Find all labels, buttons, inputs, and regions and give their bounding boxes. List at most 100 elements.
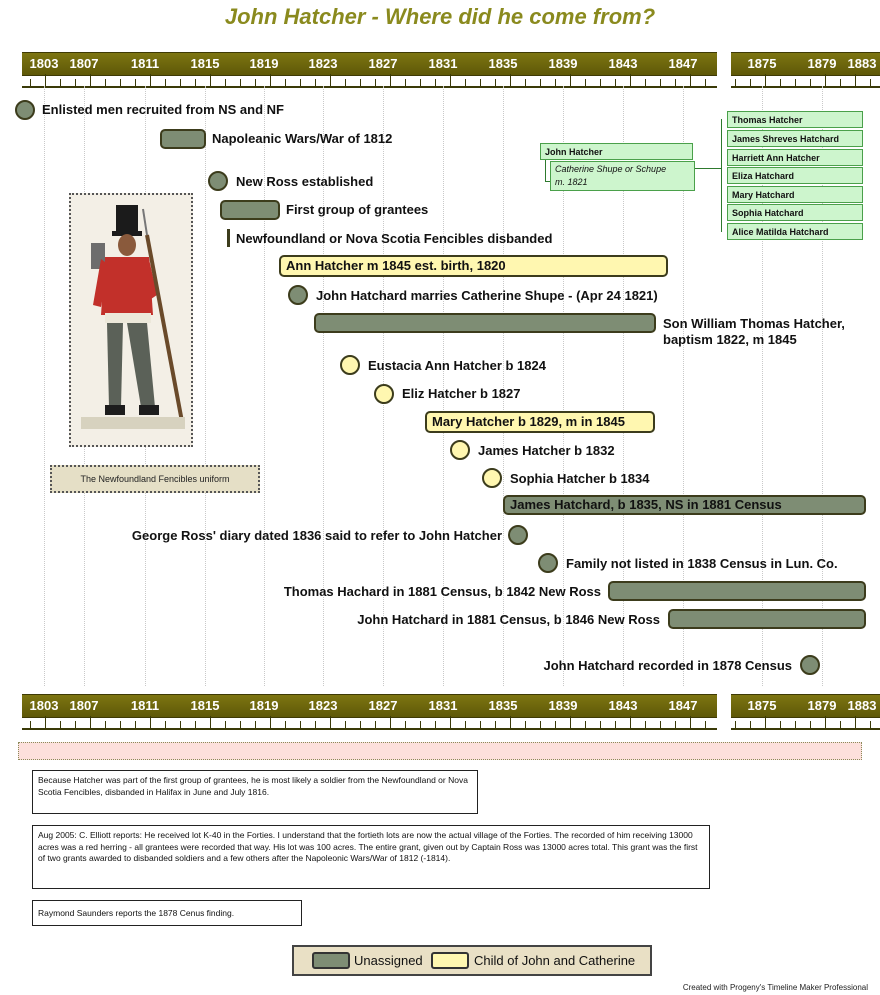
- axis-ticks: [22, 74, 880, 88]
- child-box: Alice Matilda Hatchard: [727, 223, 863, 240]
- legend-label-child: Child of John and Catherine: [474, 953, 636, 968]
- axis-tick: [870, 721, 871, 728]
- axis-tick: [705, 721, 706, 728]
- event-label: Napoleanic Wars/War of 1812: [212, 131, 393, 146]
- axis-tick: [360, 79, 361, 86]
- axis-year-label: 1807: [69, 56, 99, 71]
- event-bar: Ann Hatcher m 1845 est. birth, 1820: [279, 255, 668, 277]
- axis-tick: [30, 721, 31, 728]
- note-box: Aug 2005: C. Elliott reports: He receive…: [32, 825, 710, 889]
- axis-tick: [300, 79, 301, 86]
- event-label: First group of grantees: [286, 202, 429, 217]
- axis-tick: [60, 79, 61, 86]
- axis-tick: [240, 721, 241, 728]
- axis-tick: [75, 721, 76, 728]
- event-label: Son William Thomas Hatcher, baptism 1822…: [663, 316, 873, 348]
- axis-tick: [450, 716, 451, 728]
- gridline: [822, 86, 823, 686]
- axis-tick: [270, 74, 271, 86]
- axis-year-label: 1843: [608, 698, 638, 713]
- event-marker: [374, 384, 394, 404]
- mother-name: Catherine Shupe or Schupe: [555, 164, 667, 174]
- axis-tick: [165, 79, 166, 86]
- axis-tick: [75, 79, 76, 86]
- legend-swatch-child: [431, 952, 469, 969]
- axis-year-label: 1847: [668, 56, 698, 71]
- axis-tick: [165, 721, 166, 728]
- axis-year-label: 1839: [548, 698, 578, 713]
- marriage-year: m. 1821: [555, 177, 588, 187]
- axis-year-label: 1847: [668, 698, 698, 713]
- axis-tick: [690, 74, 691, 86]
- axis-tick: [300, 721, 301, 728]
- axis-year-label: 1807: [69, 698, 99, 713]
- axis-tick: [435, 79, 436, 86]
- axis-tick: [600, 721, 601, 728]
- axis-tick: [570, 716, 571, 728]
- axis-tick: [45, 74, 46, 86]
- axis-tick: [855, 716, 856, 728]
- event-marker: [482, 468, 502, 488]
- axis-tick: [840, 721, 841, 728]
- axis-year-label: 1879: [807, 698, 837, 713]
- axis-tick: [120, 721, 121, 728]
- axis-tick: [180, 721, 181, 728]
- axis-tick: [585, 79, 586, 86]
- axis-tick: [420, 721, 421, 728]
- axis-year-label: 1883: [847, 698, 877, 713]
- axis-tick: [795, 79, 796, 86]
- axis-tick: [540, 721, 541, 728]
- axis-tick: [855, 74, 856, 86]
- axis-tick: [510, 74, 511, 86]
- empty-band: [18, 742, 862, 760]
- event-bar: [503, 495, 866, 515]
- axis-tick: [555, 79, 556, 86]
- axis-tick: [810, 721, 811, 728]
- axis-year-label: 1811: [130, 698, 160, 713]
- axis-year-label: 1827: [368, 56, 398, 71]
- axis-tick: [195, 79, 196, 86]
- legend: Unassigned Child of John and Catherine: [292, 945, 652, 976]
- axis-year-label: 1831: [428, 56, 458, 71]
- event-bar: [314, 313, 656, 333]
- page-title: John Hatcher - Where did he come from?: [224, 4, 656, 29]
- note-box: Because Hatcher was part of the first gr…: [32, 770, 478, 814]
- event-label: Eliz Hatcher b 1827: [402, 386, 521, 401]
- axis-year-label: 1819: [249, 56, 279, 71]
- event-label: John Hatchard in 1881 Census, b 1846 New…: [357, 612, 660, 627]
- axis-tick: [315, 721, 316, 728]
- axis-year-label: 1823: [308, 698, 338, 713]
- event-marker: [340, 355, 360, 375]
- event-label: Thomas Hachard in 1881 Census, b 1842 Ne…: [283, 584, 601, 599]
- axis-tick: [60, 721, 61, 728]
- axis-tick: [765, 716, 766, 728]
- legend-label-unassigned: Unassigned: [354, 953, 423, 968]
- axis-year-label: 1811: [130, 56, 160, 71]
- axis-tick: [225, 721, 226, 728]
- axis-tick: [90, 74, 91, 86]
- note-box: Raymond Saunders reports the 1878 Cenus …: [32, 900, 302, 926]
- axis-year-label: 1803: [29, 698, 59, 713]
- legend-swatch-unassigned: [312, 952, 350, 969]
- gridline: [503, 86, 504, 686]
- axis-tick: [645, 79, 646, 86]
- axis-tick: [150, 74, 151, 86]
- axis-tick: [120, 79, 121, 86]
- axis-break: [717, 691, 731, 731]
- axis-tick: [105, 721, 106, 728]
- axis-year-label: 1823: [308, 56, 338, 71]
- axis-year-label: 1819: [249, 698, 279, 713]
- gridline: [563, 86, 564, 686]
- fencible-soldier-portrait: [69, 193, 193, 447]
- event-bar: [220, 200, 280, 220]
- event-label: Eustacia Ann Hatcher b 1824: [368, 358, 546, 373]
- axis-tick: [360, 721, 361, 728]
- axis-tick: [135, 721, 136, 728]
- gridline: [762, 86, 763, 686]
- gridline: [323, 86, 324, 686]
- family-connector: [695, 168, 721, 169]
- axis-year-label: 1843: [608, 56, 638, 71]
